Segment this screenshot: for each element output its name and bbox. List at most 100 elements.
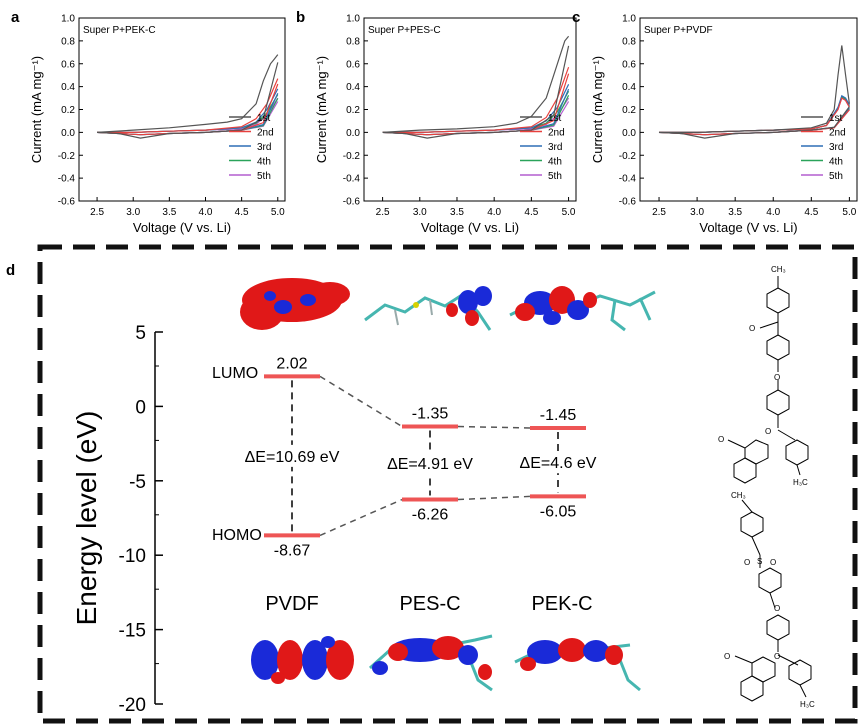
- x-axis-label: Voltage (V vs. Li): [699, 220, 797, 235]
- gap-label-bg: [372, 452, 488, 475]
- svg-text:CH₃: CH₃: [731, 491, 746, 500]
- series-return-1st: [658, 106, 850, 139]
- plot-frame: [78, 17, 286, 202]
- y-tick-label: 1.0: [61, 14, 75, 25]
- y-tick-label: 0.2: [61, 105, 75, 116]
- y-tick-label: 0.0: [346, 128, 360, 139]
- homo-connector: [319, 498, 403, 537]
- lumo-value-PVDF: 2.02: [276, 355, 307, 372]
- y-tick-label: 0.6: [622, 59, 636, 70]
- series-line-1st: [382, 35, 570, 133]
- energy-y-axis-label: Energy level (eV): [71, 411, 102, 626]
- energy-level-panel: d: [6, 244, 858, 724]
- y-tick-label: 0.0: [61, 128, 75, 139]
- homo-orbital-pek-c: [514, 638, 641, 692]
- y-tick-label: -0.6: [619, 197, 637, 208]
- legend-label-4th: 4th: [829, 157, 843, 168]
- legend-label-3rd: 3rd: [829, 142, 843, 153]
- energy-y-tick-label: -15: [119, 621, 146, 642]
- gap-label-PEK-C: ΔE=4.6 eV: [520, 455, 597, 472]
- series-return-1st: [382, 45, 570, 139]
- svg-text:O: O: [770, 558, 776, 567]
- svg-text:O: O: [774, 652, 780, 661]
- legend-label-5th: 5th: [548, 171, 562, 182]
- x-tick-label: 2.5: [652, 207, 666, 218]
- molecule-name-PVDF: PVDF: [265, 593, 318, 615]
- y-tick-label: 0.6: [61, 59, 75, 70]
- panel-letter-b: b: [296, 9, 305, 26]
- y-tick-label: 0.6: [346, 59, 360, 70]
- x-tick-label: 3.5: [162, 207, 176, 218]
- x-axis-label: Voltage (V vs. Li): [133, 220, 231, 235]
- gap-label-bg: [234, 444, 350, 467]
- gap-label-PVDF: ΔE=10.69 eV: [245, 449, 340, 466]
- y-tick-label: 0.8: [622, 36, 636, 47]
- y-tick-label: 0.2: [622, 105, 636, 116]
- x-tick-label: 5.0: [562, 207, 576, 218]
- series-return-5th: [382, 101, 570, 136]
- series-line-2nd: [659, 97, 850, 133]
- plot-frame: [639, 17, 858, 202]
- y-tick-label: -0.4: [58, 174, 76, 185]
- y-axis-label: Current (mA mg⁻¹): [590, 56, 605, 163]
- energy-y-tick-label: -20: [119, 695, 146, 716]
- lumo-value-PEK-C: -1.45: [540, 407, 577, 424]
- gap-label-PES-C: ΔE=4.91 eV: [387, 456, 473, 473]
- x-tick-label: 3.0: [413, 207, 427, 218]
- gap-label-bg: [500, 451, 616, 474]
- legend-label-5th: 5th: [257, 171, 271, 182]
- legend-label-4th: 4th: [548, 157, 562, 168]
- molecule-name-PEK-C: PEK-C: [531, 593, 592, 615]
- homo-value-PVDF: -8.67: [274, 542, 311, 559]
- energy-y-tick-label: -10: [119, 546, 146, 567]
- legend-label-4th: 4th: [257, 157, 271, 168]
- legend-label-3rd: 3rd: [548, 142, 562, 153]
- homo-label: HOMO: [212, 527, 262, 544]
- y-tick-label: -0.2: [58, 151, 76, 162]
- y-tick-label: -0.4: [343, 174, 361, 185]
- lumo-orbital-pes-c: [364, 286, 492, 331]
- legend-label-3rd: 3rd: [257, 142, 271, 153]
- x-tick-label: 3.0: [126, 207, 140, 218]
- y-tick-label: 0.2: [346, 105, 360, 116]
- y-tick-label: 0.0: [622, 128, 636, 139]
- series-return-5th: [97, 101, 279, 136]
- series-line-2nd: [97, 78, 279, 133]
- svg-text:S: S: [757, 557, 762, 566]
- panel-letter-c: c: [572, 9, 580, 26]
- dashed-frame: [37, 244, 858, 724]
- series-return-1st: [97, 62, 279, 139]
- y-tick-label: 0.8: [346, 36, 360, 47]
- y-axis-label: Current (mA mg⁻¹): [314, 56, 329, 163]
- svg-text:O: O: [774, 373, 780, 382]
- molecule-name-PES-C: PES-C: [399, 593, 460, 615]
- x-tick-label: 5.0: [842, 207, 856, 218]
- panel-letter-a: a: [11, 9, 20, 26]
- x-tick-label: 5.0: [271, 207, 285, 218]
- x-tick-label: 2.5: [90, 207, 104, 218]
- y-axis-label: Current (mA mg⁻¹): [29, 56, 44, 163]
- series-line-2nd: [382, 66, 570, 133]
- svg-text:O: O: [718, 435, 724, 444]
- chemical-structures: [727, 276, 812, 702]
- homo-orbital-pvdf: [251, 636, 354, 684]
- x-tick-label: 2.5: [376, 207, 390, 218]
- plot-frame: [363, 17, 577, 202]
- energy-y-tick-label: -5: [129, 472, 146, 493]
- y-tick-label: 1.0: [622, 14, 636, 25]
- inset-title: Super P+PVDF: [644, 25, 713, 36]
- lumo-connector: [319, 375, 403, 428]
- x-tick-label: 4.0: [487, 207, 501, 218]
- homo-connector: [457, 495, 531, 501]
- legend-label-2nd: 2nd: [829, 128, 846, 139]
- x-tick-label: 3.0: [690, 207, 704, 218]
- energy-y-tick-label: 5: [135, 323, 146, 344]
- legend-label-5th: 5th: [829, 171, 843, 182]
- y-tick-label: 1.0: [346, 14, 360, 25]
- inset-title: Super P+PES-C: [368, 25, 441, 36]
- y-tick-label: 0.4: [622, 82, 636, 93]
- lumo-orbital-pvdf: [240, 278, 350, 330]
